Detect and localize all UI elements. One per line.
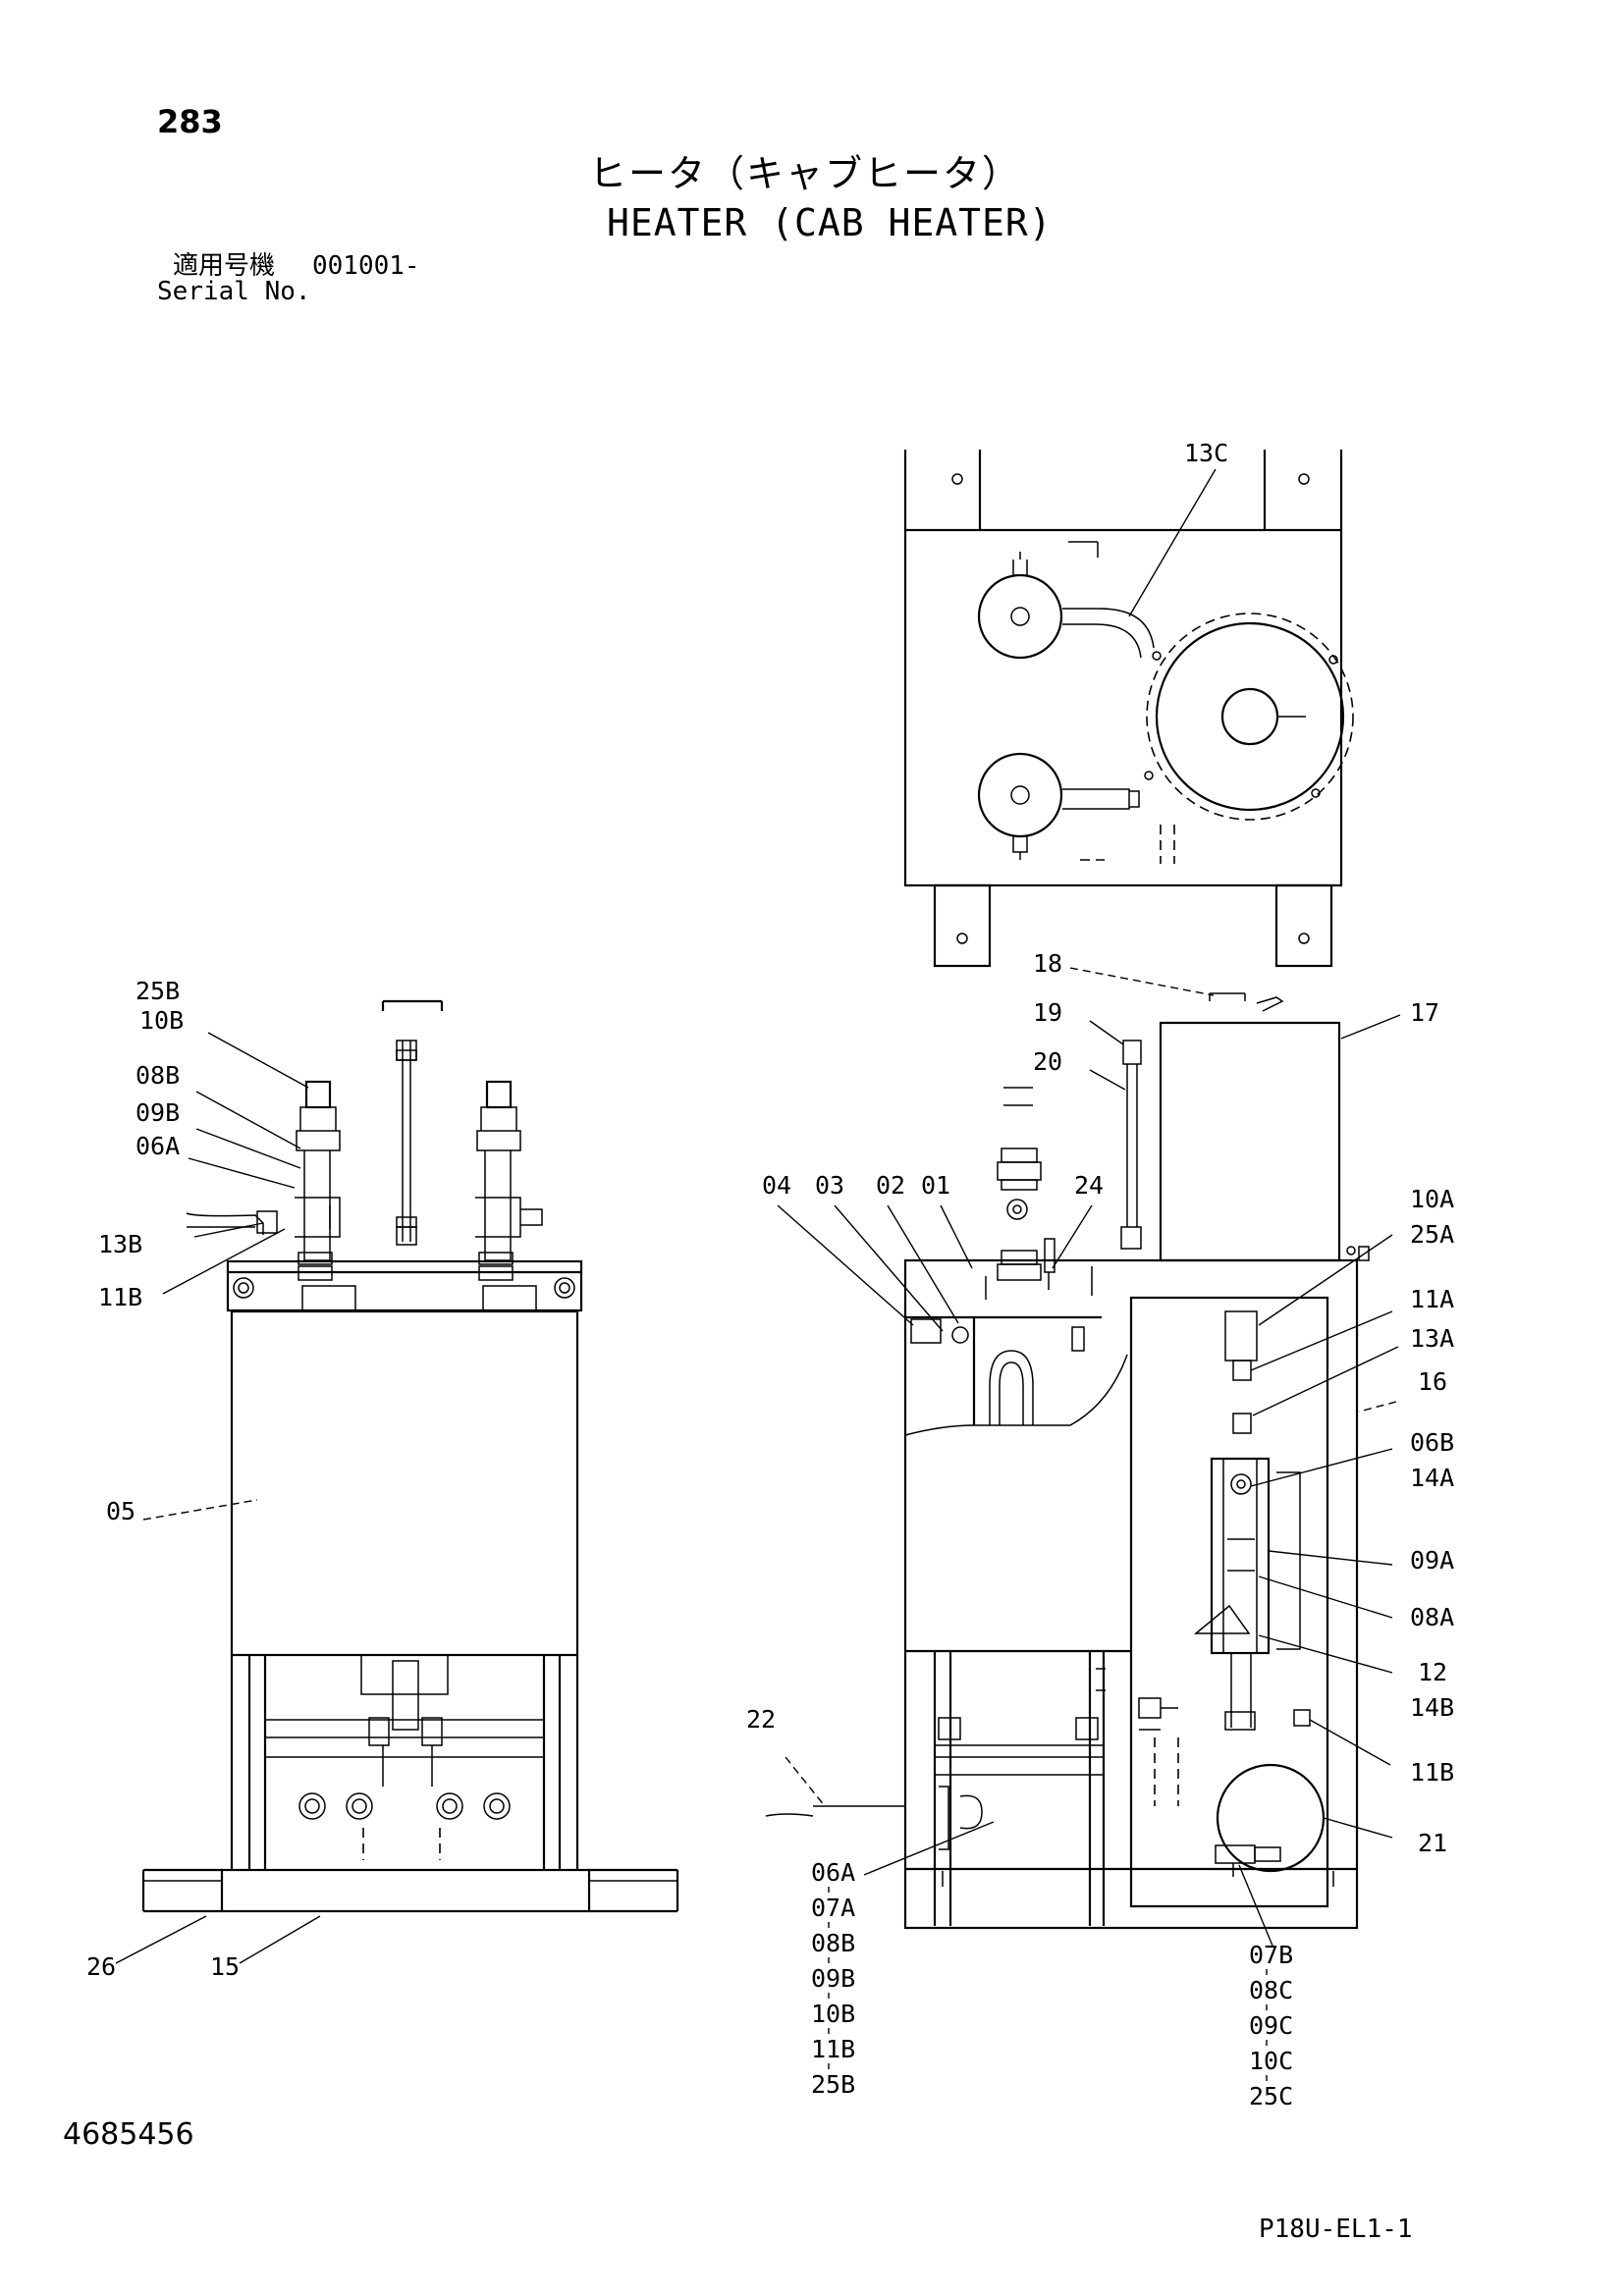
callout-01: 01 <box>921 1171 950 1200</box>
callout-09A: 09A <box>1410 1546 1454 1575</box>
callout-02: 02 <box>876 1171 905 1200</box>
page-number: 283 <box>157 103 223 140</box>
callout-09B: 09B <box>135 1098 180 1127</box>
callout-labels: 25B 10B 08B 09B 06A 13B 11B 05 26 15 13C… <box>86 439 1454 2110</box>
callout-25A: 25A <box>1410 1220 1454 1249</box>
callout-21: 21 <box>1418 1829 1447 1857</box>
callout-group-left-09B: 09B <box>811 1964 855 1993</box>
serial-label-japanese: 適用号機 <box>173 251 276 281</box>
callout-11A: 11A <box>1410 1285 1454 1313</box>
callout-group-left-11B: 11B <box>811 2035 855 2063</box>
callout-18: 18 <box>1033 949 1062 978</box>
callout-15: 15 <box>210 1952 240 1981</box>
callout-group-right-10C: 10C <box>1249 2047 1293 2075</box>
callout-10A: 10A <box>1410 1185 1454 1213</box>
serial-value: 001001- <box>312 251 420 281</box>
serial-label-english: Serial No. <box>157 277 311 306</box>
leader-lines <box>115 468 1401 1964</box>
callout-13A: 13A <box>1410 1324 1454 1353</box>
callout-group-left-08B: 08B <box>811 1929 855 1957</box>
title-japanese: ヒータ（キャブヒータ） <box>589 152 1022 195</box>
callout-20: 20 <box>1033 1047 1062 1076</box>
callout-group-left-06A: 06A <box>811 1858 855 1887</box>
sheet-code: P18U-EL1-1 <box>1259 2215 1413 2244</box>
callout-group-left-10B: 10B <box>811 2000 855 2028</box>
callout-12: 12 <box>1418 1658 1447 1686</box>
callout-16: 16 <box>1418 1367 1447 1396</box>
top-view <box>903 450 1354 968</box>
callout-08B: 08B <box>135 1061 180 1090</box>
callout-06B: 06B <box>1410 1428 1454 1457</box>
callout-group-left-25B: 25B <box>811 2070 855 2099</box>
callout-10B: 10B <box>139 1006 184 1035</box>
right-view <box>765 992 1370 1930</box>
callout-03: 03 <box>815 1171 844 1200</box>
callout-19: 19 <box>1033 998 1062 1027</box>
callout-group-right-09C: 09C <box>1249 2011 1293 2040</box>
callout-24: 24 <box>1074 1171 1104 1200</box>
callout-group-right-25C: 25C <box>1249 2082 1293 2110</box>
callout-11B-right: 11B <box>1410 1758 1454 1787</box>
callout-26: 26 <box>86 1952 116 1981</box>
title-english: HEATER (CAB HEATER) <box>607 201 1053 244</box>
callout-14B: 14B <box>1410 1693 1454 1722</box>
callout-22: 22 <box>746 1705 776 1734</box>
document-number: 4685456 <box>63 2117 194 2152</box>
callout-08A: 08A <box>1410 1603 1454 1631</box>
callout-13C: 13C <box>1184 439 1228 467</box>
callout-14A: 14A <box>1410 1464 1454 1492</box>
callout-05: 05 <box>106 1497 135 1525</box>
callout-04: 04 <box>762 1171 791 1200</box>
callout-06A: 06A <box>135 1132 180 1160</box>
callout-25B: 25B <box>135 977 180 1005</box>
left-view <box>141 999 679 1913</box>
callout-group-left-07A: 07A <box>811 1894 855 1922</box>
callout-11B: 11B <box>98 1283 142 1311</box>
callout-group-right-07B: 07B <box>1249 1941 1293 1969</box>
callout-13B: 13B <box>98 1230 142 1258</box>
callout-17: 17 <box>1410 998 1439 1027</box>
callout-group-right-08C: 08C <box>1249 1976 1293 2004</box>
